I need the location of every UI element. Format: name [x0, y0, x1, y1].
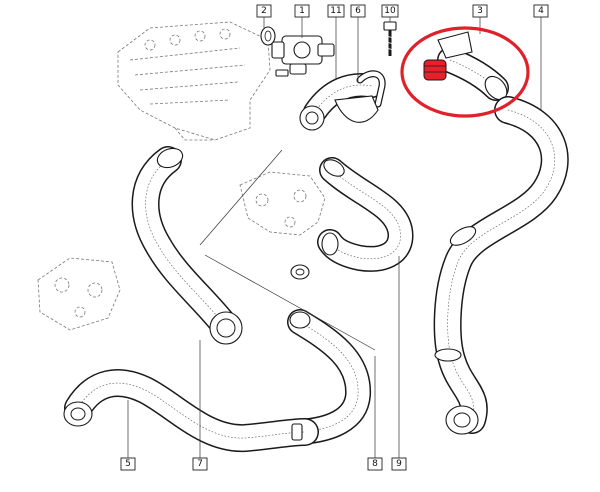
part-10-bolt [383, 21, 397, 56]
svg-text:11: 11 [330, 6, 341, 16]
svg-text:3: 3 [477, 6, 483, 16]
callout-8: 8 [367, 457, 383, 471]
callout-6: 6 [350, 4, 366, 18]
part-4-right-hose [433, 96, 569, 435]
svg-text:10: 10 [384, 6, 396, 16]
part-7-left-hose [131, 146, 243, 345]
callout-4: 4 [533, 4, 549, 18]
svg-text:7: 7 [197, 459, 203, 469]
svg-text:6: 6 [355, 6, 361, 16]
svg-text:8: 8 [372, 459, 378, 469]
part-3-red-clip [423, 59, 447, 81]
svg-text:1: 1 [299, 6, 305, 16]
callout-7: 7 [192, 457, 208, 471]
callout-2: 2 [256, 4, 272, 18]
callout-9: 9 [391, 457, 407, 471]
part-8-ring [290, 264, 310, 280]
svg-text:4: 4 [538, 6, 544, 16]
callout-3: 3 [472, 4, 488, 18]
part-6-elbow-hose [299, 70, 386, 131]
callout-1: 1 [294, 4, 310, 18]
pump-housing-ghost [37, 257, 121, 331]
part-9-middle-hose [317, 157, 414, 272]
svg-text:2: 2 [261, 6, 267, 16]
callout-10: 10 [381, 4, 399, 18]
intake-manifold-ghost [117, 21, 271, 141]
svg-text:9: 9 [396, 459, 402, 469]
thermostat-housing-ghost [239, 171, 326, 236]
part-2-seal [260, 26, 276, 46]
part-11-screw [275, 69, 289, 77]
part-1-valve [271, 35, 335, 75]
svg-text:5: 5 [125, 459, 131, 469]
part-5-bottom-hose [63, 369, 319, 452]
callout-5: 5 [120, 457, 136, 471]
callout-11: 11 [327, 4, 345, 18]
part-8-lower-hose [287, 309, 372, 445]
highlight-circle [400, 26, 530, 118]
part-3-connector [423, 31, 509, 101]
leader-lines [127, 14, 542, 458]
